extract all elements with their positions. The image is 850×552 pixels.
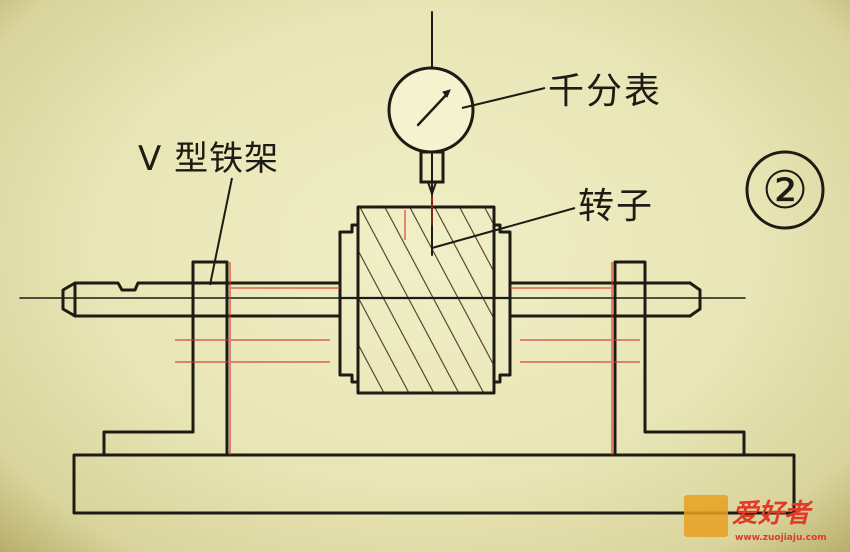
leader-rotor	[431, 207, 576, 249]
right-support	[613, 260, 746, 457]
watermark-logo-icon	[684, 495, 728, 537]
shaft-left-end	[61, 281, 77, 318]
base-plate	[72, 453, 796, 515]
rotor-label: 转子	[578, 186, 654, 227]
leader-v-block	[209, 177, 233, 286]
left-support	[102, 260, 229, 457]
watermark-brand: 爱好者	[732, 499, 814, 529]
watermark-url: www.zuojiaju.com	[735, 533, 827, 543]
dial-indicator-stem	[419, 150, 445, 184]
watermark: 爱好者 www.zuojiaju.com	[684, 495, 827, 543]
rotor-hatching	[358, 207, 494, 393]
red-ghost-overlay	[175, 192, 640, 455]
dial-indicator-label: 千分表	[548, 71, 662, 112]
step-number-label: ②	[762, 161, 809, 221]
shaft	[73, 281, 692, 318]
step-number-circle	[745, 150, 825, 230]
dial-indicator-needle	[416, 92, 449, 127]
leader-dial-indicator	[461, 87, 546, 109]
v-block-label: V 型铁架	[138, 139, 279, 179]
shaft-right-end	[688, 281, 702, 318]
